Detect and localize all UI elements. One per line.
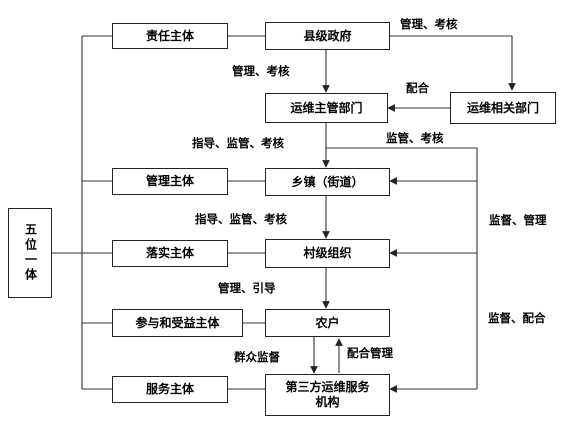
third-party-box: 第三方运维服务 机构 [265,374,390,416]
township-box: 乡镇（街道） [265,168,390,196]
township-label: 乡镇（街道） [291,174,364,189]
relation-mass-supervision: 群众监督 [234,350,280,364]
role-service-label: 服务主体 [145,382,194,396]
farmers-box: 农户 [265,309,390,337]
relation-guide-supervise-assess-2: 指导、监管、考核 [195,212,287,226]
role-responsible: 责任主体 [112,23,228,49]
relation-supervise-manage: 监督、管理 [489,213,547,227]
relation-manage-assess-mid: 管理、考核 [232,64,290,78]
county-government-label: 县级政府 [303,28,352,43]
om-competent-department-label: 运维主管部门 [290,100,363,115]
farmers-label: 农户 [315,315,340,330]
role-service: 服务主体 [112,376,228,403]
om-related-departments-label: 运维相关部门 [466,100,539,115]
role-participation: 参与和受益主体 [112,309,243,337]
role-implementation-label: 落实主体 [145,246,194,260]
relation-supervise-cooperate: 监督、配合 [488,311,546,325]
role-management-label: 管理主体 [145,174,194,188]
om-competent-department-box: 运维主管部门 [265,93,388,123]
role-participation-label: 参与和受益主体 [135,315,220,330]
role-implementation: 落实主体 [112,240,228,267]
county-government-box: 县级政府 [265,22,390,50]
relation-supervise-assess: 监管、考核 [386,131,444,145]
five-in-one-box: 五位一体 [8,208,52,298]
relation-cooperate: 配合 [406,81,429,95]
relation-guide-supervise-assess-1: 指导、监管、考核 [192,136,284,150]
third-party-label-line1: 第三方运维服务 [285,380,370,394]
relation-manage-assess-top: 管理、考核 [400,17,458,31]
village-org-box: 村级组织 [265,239,390,268]
role-management: 管理主体 [112,168,228,195]
role-responsible-label: 责任主体 [145,28,194,43]
relation-manage-guide: 管理、引导 [218,281,276,295]
third-party-label-line2: 机构 [315,395,340,409]
five-in-one-label: 五位一体 [23,223,38,283]
relation-cooperate-manage: 配合管理 [347,346,393,360]
om-related-departments-box: 运维相关部门 [450,92,556,124]
village-org-label: 村级组织 [303,246,352,260]
